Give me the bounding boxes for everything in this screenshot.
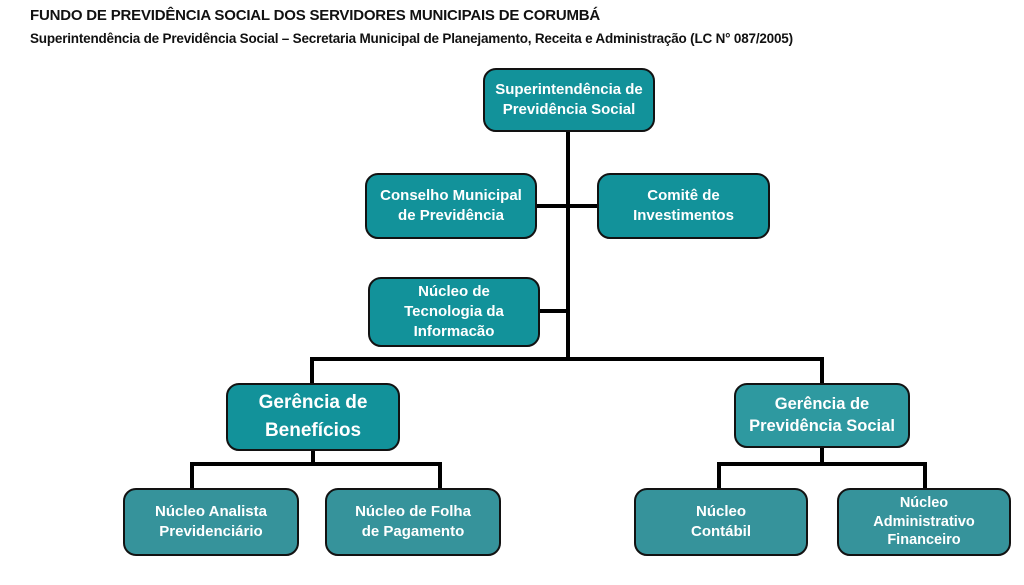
connector-analista-drop [190,462,194,489]
page-title: FUNDO DE PREVIDÊNCIA SOCIAL DOS SERVIDOR… [30,7,601,24]
connector-beneficios-down [311,449,315,466]
connector-row3-horizontal [538,309,570,313]
connector-admfin-drop [923,462,927,489]
node-conselho-municipal: Conselho Municipal de Previdência [365,173,537,239]
connector-row2-horizontal [537,204,599,208]
node-nucleo-tecnologia: Núcleo de Tecnologia da Informacão [368,277,540,347]
node-gerencia-previdencia: Gerência de Previdência Social [734,383,910,448]
node-comite-investimentos: Comitê de Investimentos [597,173,770,239]
connector-left-branch-drop [310,357,314,385]
node-nucleo-analista: Núcleo Analista Previdenciário [123,488,299,556]
connector-contabil-drop [717,462,721,489]
node-nucleo-contabil: Núcleo Contábil [634,488,808,556]
connector-folha-drop [438,462,442,489]
node-nucleo-folha: Núcleo de Folha de Pagamento [325,488,501,556]
connector-right-branch-drop [820,357,824,385]
connector-previdencia-down [820,447,824,466]
connector-beneficios-horizontal [190,462,442,466]
connector-trunk-vertical [566,130,570,361]
node-nucleo-adm-financeiro: Núcleo Administrativo Financeiro [837,488,1011,556]
node-gerencia-beneficios: Gerência de Benefícios [226,383,400,451]
node-superintendencia: Superintendência de Previdência Social [483,68,655,132]
page-subtitle: Superintendência de Previdência Social –… [30,31,793,46]
connector-main-horizontal [310,357,824,361]
connector-previdencia-horizontal [717,462,927,466]
